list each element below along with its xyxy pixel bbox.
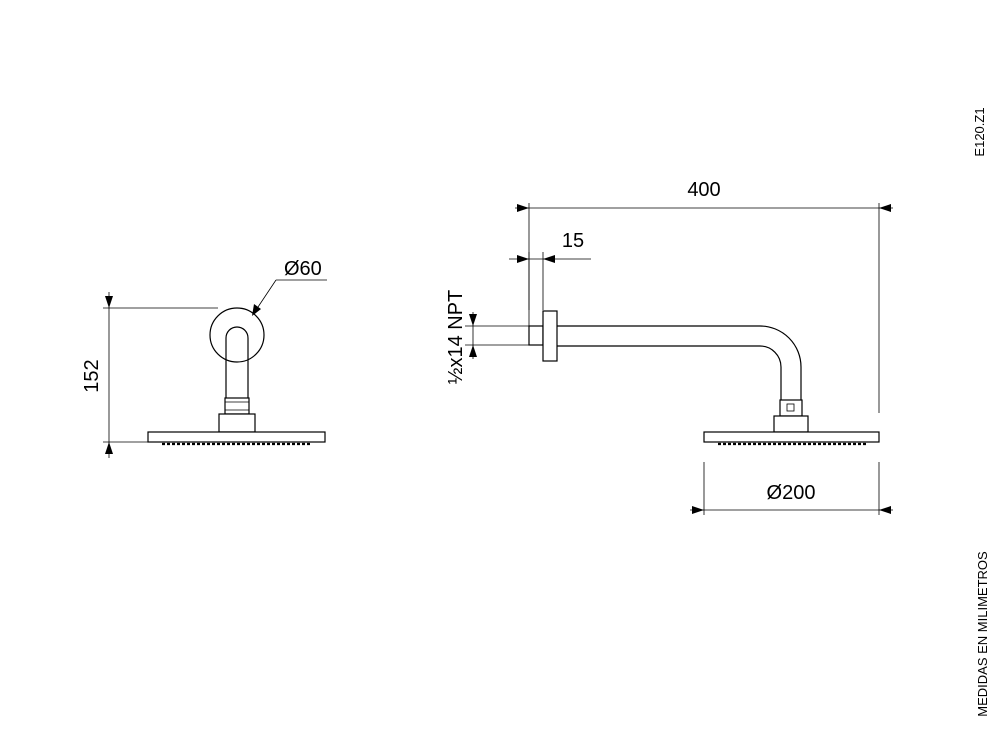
front-head-neck — [773, 415, 809, 433]
front-flange — [542, 310, 558, 362]
side-view: 152 Ø60 — [81, 258, 327, 458]
side-connector — [224, 397, 250, 415]
drawing-code: E120.Z1 — [972, 107, 987, 156]
side-flange — [209, 307, 265, 363]
front-thread-nipple — [528, 325, 544, 346]
side-arm — [225, 326, 249, 398]
side-height-label: 152 — [81, 359, 103, 392]
units-note: MEDIDAS EN MILIMETROS — [975, 551, 990, 717]
side-head-neck — [218, 413, 256, 433]
front-thread-label: ½x14 NPT — [445, 290, 467, 384]
side-flange-diameter-label: Ø60 — [284, 258, 322, 280]
side-shower-head — [147, 431, 326, 443]
front-view: 400 15 ½x14 NPT Ø200 — [445, 179, 893, 515]
front-shower-head — [703, 431, 880, 443]
front-head-diameter-label: Ø200 — [767, 482, 816, 504]
front-connector — [779, 399, 803, 417]
front-length-label: 400 — [687, 179, 720, 201]
front-arm — [557, 325, 802, 400]
front-flange-thickness-label: 15 — [562, 230, 584, 252]
